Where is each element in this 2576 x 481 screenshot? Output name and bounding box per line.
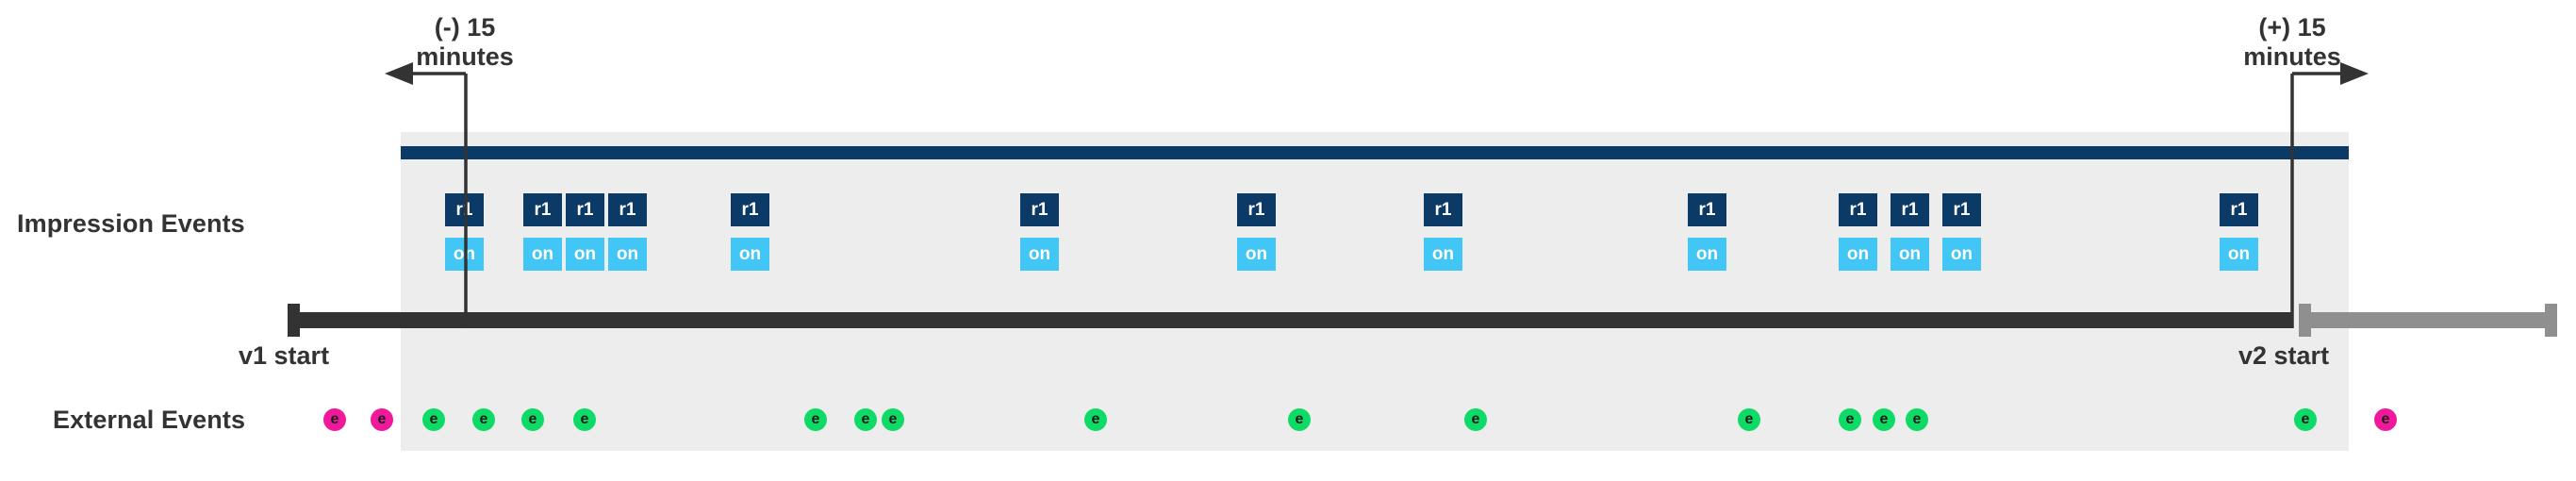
v1-timeline-start-cap: [288, 304, 300, 337]
external-event-dot[interactable]: e: [882, 408, 904, 431]
impression-rule-badge: r1: [523, 193, 562, 226]
v1-timeline-bar: [288, 312, 2292, 328]
impression-state-badge: on: [566, 238, 604, 271]
callout-left-line1: (-) 15: [434, 13, 496, 41]
v2-timeline-start-cap: [2299, 304, 2311, 337]
impression-state-badge: on: [1891, 238, 1929, 271]
external-event-dot[interactable]: e: [854, 408, 877, 431]
impression-rule-badge: r1: [608, 193, 647, 226]
impression-rule-badge: r1: [1020, 193, 1059, 226]
external-event-dot[interactable]: e: [371, 408, 393, 431]
external-event-dot[interactable]: e: [1906, 408, 1928, 431]
external-event-dot[interactable]: e: [1738, 408, 1760, 431]
impression-state-badge: on: [608, 238, 647, 271]
impression-rule-badge: r1: [2220, 193, 2258, 226]
callout-right-line1: (+) 15: [2258, 13, 2326, 41]
attribution-window-band: [401, 132, 2349, 451]
v2-timeline-end-cap: [2545, 304, 2557, 337]
external-event-dot[interactable]: e: [1288, 408, 1311, 431]
external-event-dot[interactable]: e: [323, 408, 346, 431]
impression-rule-badge: r1: [1891, 193, 1929, 226]
impression-state-badge: on: [731, 238, 769, 271]
impression-rule-badge: r1: [1237, 193, 1276, 226]
impression-rule-badge: r1: [566, 193, 604, 226]
impression-rule-badge: r1: [731, 193, 769, 226]
v2-start-label: v2 start: [2238, 341, 2330, 370]
external-event-dot[interactable]: e: [472, 408, 495, 431]
impression-rule-badge: r1: [445, 193, 484, 226]
external-event-dot[interactable]: e: [1464, 408, 1487, 431]
impression-state-badge: on: [2220, 238, 2258, 271]
external-event-dot[interactable]: e: [2294, 408, 2317, 431]
external-event-dot[interactable]: e: [422, 408, 445, 431]
impression-rule-badge: r1: [1942, 193, 1981, 226]
external-event-dot[interactable]: e: [2374, 408, 2397, 431]
row-label-impression-events: Impression Events: [17, 209, 245, 238]
callout-right-line2: minutes: [2243, 42, 2341, 72]
impression-state-badge: on: [1237, 238, 1276, 271]
impression-rule-badge: r1: [1688, 193, 1726, 226]
impression-state-badge: on: [445, 238, 484, 271]
impression-state-badge: on: [1424, 238, 1462, 271]
impression-state-badge: on: [1942, 238, 1981, 271]
callout-label-minus-15-minutes: (-) 15 minutes: [356, 13, 573, 73]
impression-state-badge: on: [1020, 238, 1059, 271]
impression-state-badge: on: [1839, 238, 1877, 271]
impression-state-badge: on: [523, 238, 562, 271]
callout-left-line2: minutes: [416, 42, 514, 72]
external-event-dot[interactable]: e: [1873, 408, 1895, 431]
external-event-dot[interactable]: e: [521, 408, 544, 431]
callout-label-plus-15-minutes: (+) 15 minutes: [2184, 13, 2401, 73]
external-event-dot[interactable]: e: [573, 408, 596, 431]
v2-timeline-bar: [2299, 312, 2557, 328]
external-event-dot[interactable]: e: [804, 408, 827, 431]
impression-rule-badge: r1: [1424, 193, 1462, 226]
impression-rule-badge: r1: [1839, 193, 1877, 226]
v1-start-label: v1 start: [239, 341, 330, 370]
external-event-dot[interactable]: e: [1084, 408, 1107, 431]
row-label-external-events: External Events: [53, 406, 246, 434]
impression-state-badge: on: [1688, 238, 1726, 271]
version-bar: [401, 146, 2349, 159]
external-event-dot[interactable]: e: [1839, 408, 1861, 431]
